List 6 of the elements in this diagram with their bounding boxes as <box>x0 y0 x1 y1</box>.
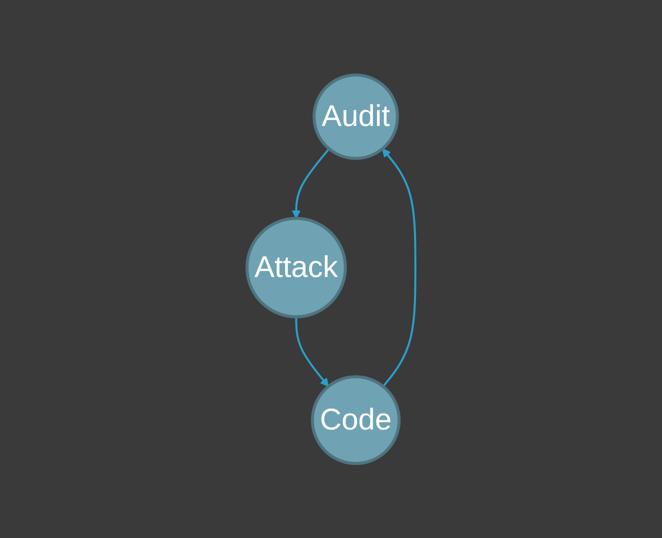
arrow <box>292 148 330 219</box>
arrow <box>382 148 416 387</box>
arrow <box>295 316 329 387</box>
node-circle: Code <box>310 375 400 465</box>
node-circle: Attack <box>245 216 347 318</box>
node-circle: Audit <box>312 73 399 160</box>
